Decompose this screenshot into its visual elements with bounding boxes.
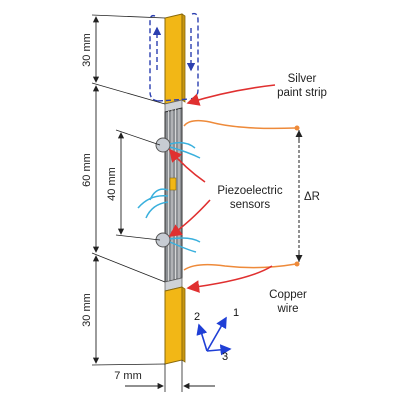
axis-label-3: 3 — [222, 351, 228, 363]
specimen — [164, 13, 186, 365]
copper-wire-end-bottom — [294, 261, 300, 267]
dim-width: 7 mm — [114, 370, 142, 382]
piezo-sensor-bottom — [155, 232, 201, 253]
copper-wires — [183, 119, 297, 271]
label-copper-2: wire — [276, 303, 298, 315]
top-tab — [164, 13, 183, 105]
dim-gauge: 60 mm — [81, 153, 93, 187]
label-copper-1: Copper — [269, 289, 307, 301]
bottom-tab-side — [181, 286, 186, 363]
axis-label-2: 2 — [194, 311, 200, 323]
label-delta-r: ΔR — [304, 191, 320, 203]
axis-label-1: 1 — [233, 307, 239, 319]
dim-bottom-tab: 30 mm — [81, 293, 93, 327]
dimension-lines — [91, 14, 183, 392]
dim-sensor-spacing: 40 mm — [106, 167, 118, 201]
fibre-lines — [168, 109, 180, 281]
sensor-wires-left — [137, 188, 169, 219]
coordinate-axes: 1 2 3 — [194, 307, 239, 363]
bottom-tab — [164, 286, 183, 365]
dim-top-tab: 30 mm — [81, 33, 93, 67]
piezo-sensor-top — [155, 137, 201, 159]
label-piezo-2: sensors — [230, 199, 271, 211]
label-piezo-1: Piezoelectric — [217, 185, 282, 197]
top-tab-side — [181, 13, 186, 103]
red-arrows — [168, 84, 276, 293]
copper-wire-end-top — [294, 125, 300, 131]
gauge-section — [164, 107, 183, 283]
label-silver-2: paint strip — [277, 87, 327, 99]
strain-gauge — [169, 177, 177, 191]
label-silver-1: Silver — [288, 73, 317, 85]
